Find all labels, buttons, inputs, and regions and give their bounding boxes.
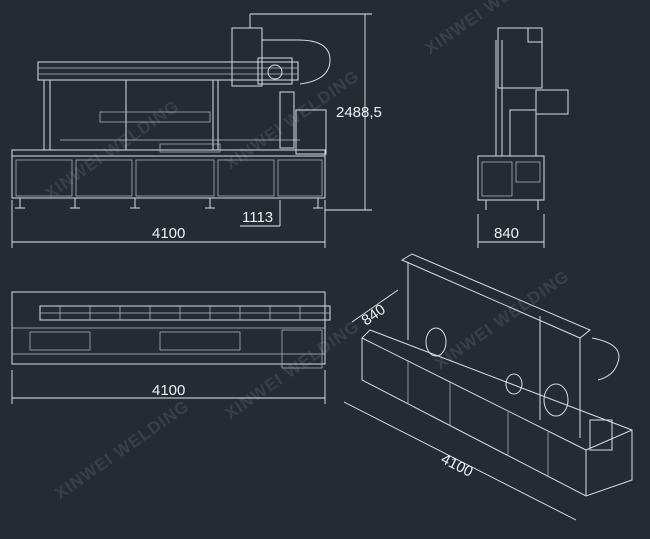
top-length-label: 4100 <box>152 382 185 399</box>
iso-length-label: 4100 <box>438 450 475 480</box>
top-view: 4100 <box>11 291 331 404</box>
watermark: XINWEI WELDING <box>221 316 363 423</box>
front-offset-label: 1113 <box>242 209 273 226</box>
watermark: XINWEI WELDING <box>51 396 193 503</box>
front-height-label: 2488,5 <box>336 104 382 121</box>
front-view <box>11 14 331 209</box>
front-dimensions: 2488,5 4100 1113 <box>11 13 382 248</box>
watermarks: XINWEI WELDING XINWEI WELDING XINWEI WEL… <box>41 0 573 503</box>
side-view: 840 <box>477 27 569 248</box>
front-length-label: 4100 <box>152 225 185 242</box>
side-width-label: 840 <box>494 225 519 242</box>
iso-width-label: 840 <box>359 301 389 329</box>
isometric-view: 840 4100 <box>343 253 633 521</box>
